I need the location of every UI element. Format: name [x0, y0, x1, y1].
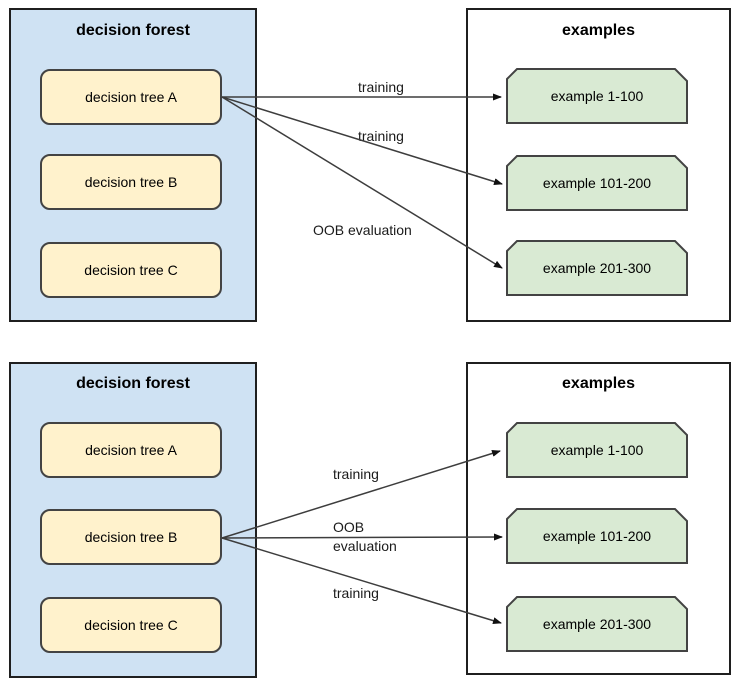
tree-node-b-label: decision tree B: [84, 174, 178, 190]
arrow-label-oob-evaluation: OOB evaluation: [313, 222, 412, 238]
example-node-2-label: example 101-200: [542, 528, 652, 544]
example-card-shape: [506, 422, 688, 478]
example-node-1: example 1-100: [506, 68, 688, 124]
examples-box-title: examples: [562, 375, 635, 392]
tree-node-b-label: decision tree B: [84, 529, 178, 545]
arrow-label-training-2: training: [358, 128, 404, 144]
example-card-shape: [506, 508, 688, 564]
tree-node-a-label: decision tree A: [85, 442, 177, 458]
example-card-shape: [506, 155, 688, 211]
arrow-label-oob-evaluation: OOB evaluation: [333, 519, 397, 554]
arrow-label-training-1: training: [358, 79, 404, 95]
arrow-label-training-1: training: [333, 466, 379, 482]
tree-node-a-label: decision tree A: [85, 89, 177, 105]
forest-box-title: decision forest: [76, 22, 190, 39]
example-node-1-label: example 1-100: [550, 442, 644, 458]
example-node-2: example 101-200: [506, 508, 688, 564]
examples-box-title: examples: [562, 22, 635, 39]
example-card-shape: [506, 596, 688, 652]
tree-node-a: decision tree A: [40, 69, 222, 125]
tree-node-b: decision tree B: [40, 154, 222, 210]
example-node-1-label: example 1-100: [550, 88, 644, 104]
tree-node-c-label: decision tree C: [84, 262, 178, 278]
tree-node-c-label: decision tree C: [84, 617, 178, 633]
tree-node-c: decision tree C: [40, 242, 222, 298]
example-node-3: example 201-300: [506, 596, 688, 652]
tree-node-b: decision tree B: [40, 509, 222, 565]
arrow-treeA-oob-examples3: [221, 96, 503, 269]
example-node-2-label: example 101-200: [542, 175, 652, 191]
example-node-3: example 201-300: [506, 240, 688, 296]
arrow-label-training-2: training: [333, 585, 379, 601]
example-node-3-label: example 201-300: [542, 260, 652, 276]
example-card-shape: [506, 68, 688, 124]
forest-box-title: decision forest: [76, 375, 190, 392]
example-card-shape: [506, 240, 688, 296]
example-node-2: example 101-200: [506, 155, 688, 211]
example-node-1: example 1-100: [506, 422, 688, 478]
example-node-3-label: example 201-300: [542, 616, 652, 632]
tree-node-a: decision tree A: [40, 422, 222, 478]
tree-node-c: decision tree C: [40, 597, 222, 653]
